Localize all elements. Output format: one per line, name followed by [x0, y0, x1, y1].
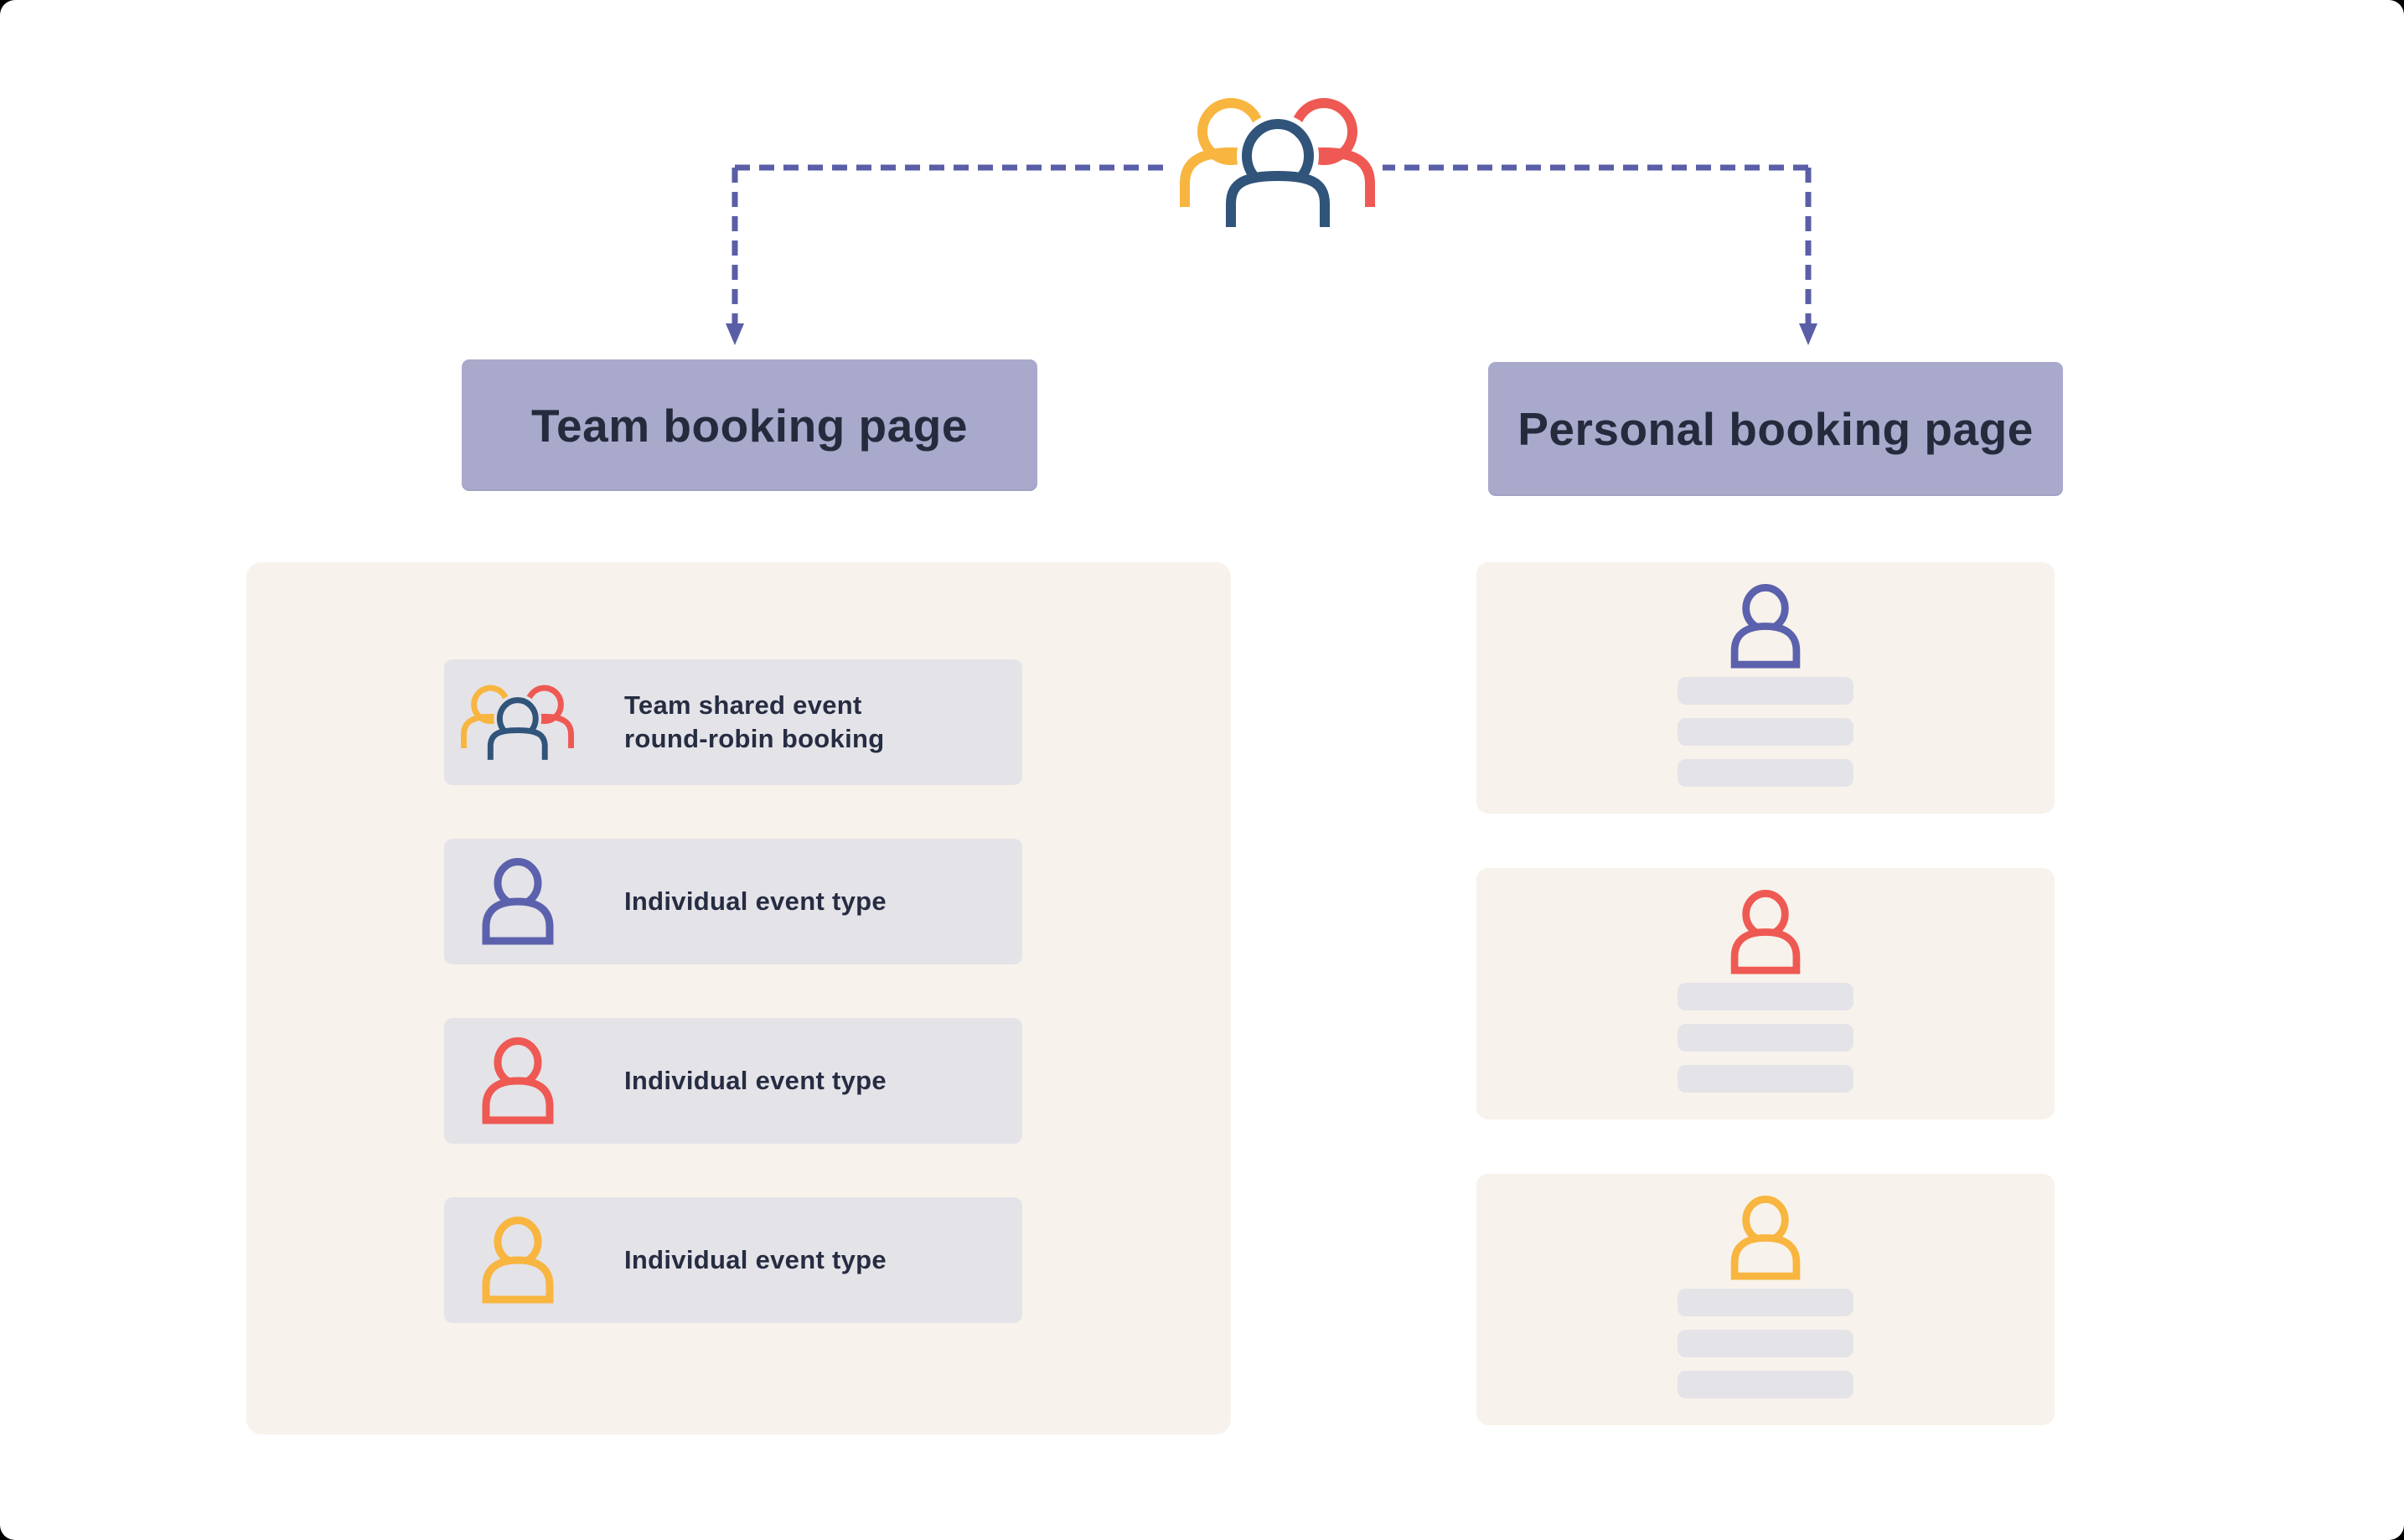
person-icon-red: [1730, 890, 1801, 974]
placeholder-bar: [1678, 1065, 1853, 1093]
placeholder-bar: [1678, 759, 1853, 787]
team-group-icon: [1180, 98, 1375, 227]
event-row-label-line2: round-robin booking: [624, 724, 885, 753]
event-row-team-shared: Team shared event round-robin booking: [444, 659, 1022, 785]
event-row-individual-red: Individual event type: [444, 1018, 1022, 1144]
personal-booking-card-purple: [1476, 562, 2055, 814]
placeholder-bar: [1678, 677, 1853, 705]
placeholder-bar: [1678, 1289, 1853, 1316]
event-row-label-line1: Individual event type: [624, 1066, 887, 1095]
person-icon-purple: [1730, 584, 1801, 669]
personal-booking-card-yellow: [1476, 1174, 2055, 1425]
personal-booking-card-red: [1476, 868, 2055, 1119]
personal-booking-page-node: Personal booking page: [1488, 362, 2063, 496]
placeholder-bar: [1678, 718, 1853, 746]
arrow-down-left-icon: [726, 323, 744, 345]
placeholder-bar: [1678, 983, 1853, 1010]
event-row-label: Individual event type: [624, 1018, 887, 1144]
event-row-label-line1: Team shared event: [624, 690, 862, 720]
placeholder-bar: [1678, 1371, 1853, 1398]
person-icon-purple: [482, 858, 554, 945]
event-row-label-line1: Individual event type: [624, 1245, 887, 1274]
person-navy-body: [1226, 170, 1330, 227]
personal-booking-page-label: Personal booking page: [1517, 403, 2034, 455]
person-icon-yellow: [482, 1217, 554, 1304]
event-row-label-line1: Individual event type: [624, 886, 887, 916]
team-booking-page-label: Team booking page: [531, 399, 968, 452]
person-icon-yellow: [1730, 1196, 1801, 1280]
event-row-individual-yellow: Individual event type: [444, 1197, 1022, 1323]
placeholder-bar: [1678, 1330, 1853, 1357]
team-group-icon: [461, 685, 574, 760]
placeholder-bar: [1678, 1024, 1853, 1052]
event-row-label: Individual event type: [624, 1197, 887, 1323]
event-row-individual-purple: Individual event type: [444, 839, 1022, 964]
event-row-label: Team shared event round-robin booking: [624, 659, 884, 785]
team-booking-page-node: Team booking page: [462, 359, 1037, 491]
event-row-label: Individual event type: [624, 839, 887, 964]
arrow-down-right-icon: [1799, 323, 1817, 345]
person-icon-red: [482, 1037, 554, 1124]
